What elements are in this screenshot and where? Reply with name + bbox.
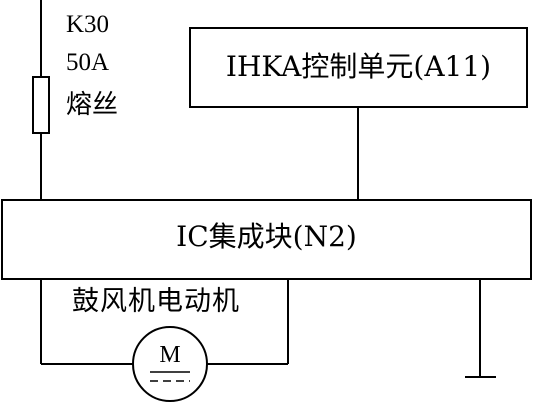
blower-motor-label: 鼓风机电动机	[72, 286, 240, 317]
fuse-name-label: 熔丝	[66, 90, 119, 120]
ic-block-label: IC集成块(N2)	[176, 220, 357, 253]
ihka-control-unit-label: IHKA控制单元(A11)	[225, 50, 492, 83]
fuse-rating-label: 50A	[66, 49, 110, 76]
motor-symbol-letter: M	[159, 342, 181, 368]
fuse-code-label: K30	[66, 11, 110, 38]
motor-icon	[132, 326, 208, 402]
fuse-icon	[32, 76, 50, 134]
ic-block-box	[1, 199, 532, 280]
